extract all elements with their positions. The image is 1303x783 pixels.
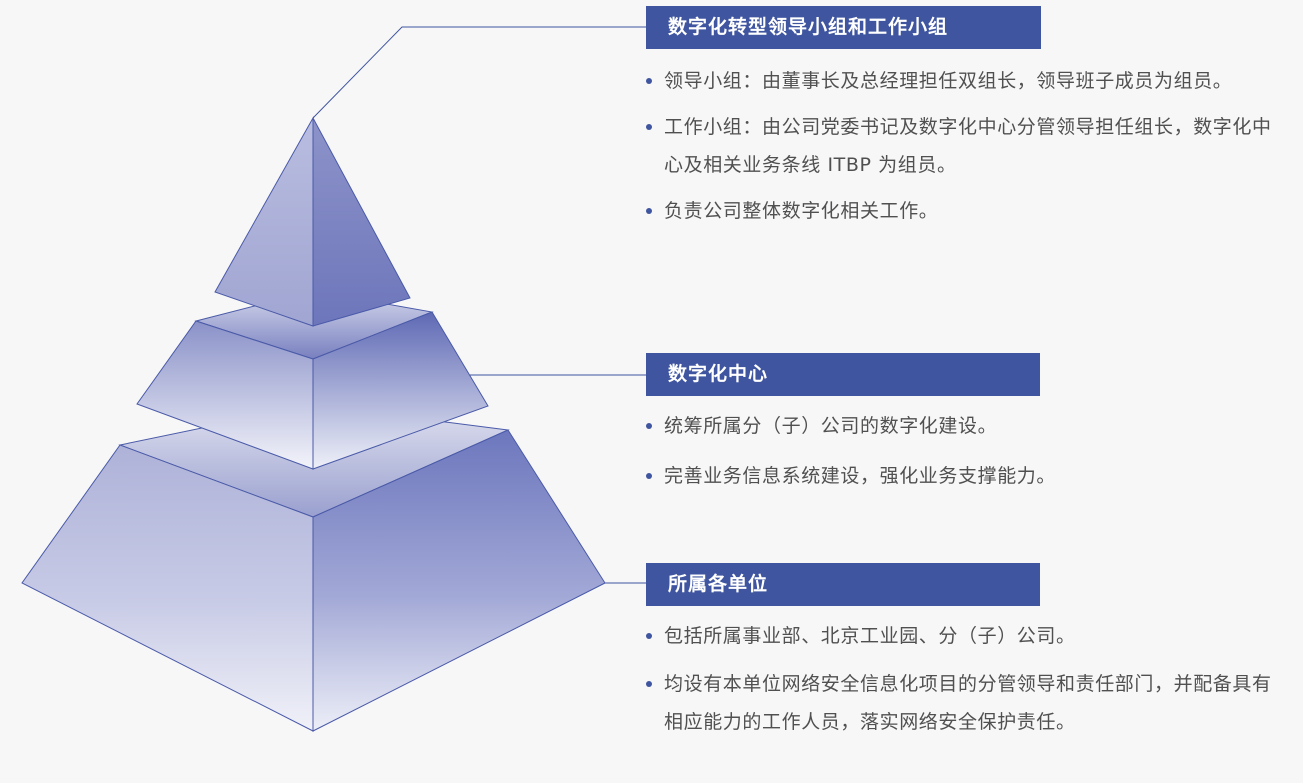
pyramid-tier-middle: [136, 290, 489, 470]
bullet-dot-icon: [646, 78, 652, 84]
bullet-dot-icon: [646, 124, 652, 130]
list-item: 统筹所属分（子）公司的数字化建设。: [646, 407, 1276, 445]
list-item-text: 均设有本单位网络安全信息化项目的分管领导和责任部门，并配备具有相应能力的工作人员…: [664, 673, 1272, 733]
list-item-text: 包括所属事业部、北京工业园、分（子）公司。: [664, 625, 1076, 647]
section-header: 数字化转型领导小组和工作小组: [646, 6, 1041, 49]
bullet-dot-icon: [646, 208, 652, 214]
list-item-text: 负责公司整体数字化相关工作。: [664, 200, 939, 222]
list-item: 负责公司整体数字化相关工作。: [646, 192, 1276, 230]
section-header: 所属各单位: [646, 563, 1040, 606]
bullet-dot-icon: [646, 633, 652, 639]
section-digital-center: 数字化中心 统筹所属分（子）公司的数字化建设。 完善业务信息系统建设，强化业务支…: [646, 353, 1286, 507]
pyramid-tier-top-right-face: [312, 117, 411, 327]
list-item: 领导小组：由董事长及总经理担任双组长，领导班子成员为组员。: [646, 62, 1276, 100]
pyramid-tier-middle-right-face: [312, 311, 489, 470]
bullet-list: 统筹所属分（子）公司的数字化建设。 完善业务信息系统建设，强化业务支撑能力。: [646, 407, 1286, 495]
section-leadership-group: 数字化转型领导小组和工作小组 领导小组：由董事长及总经理担任双组长，领导班子成员…: [646, 6, 1286, 238]
list-item: 包括所属事业部、北京工业园、分（子）公司。: [646, 617, 1276, 655]
list-item-text: 完善业务信息系统建设，强化业务支撑能力。: [664, 465, 1057, 487]
bullet-dot-icon: [646, 681, 652, 687]
pyramid-tier-top: [214, 116, 411, 327]
list-item-text: 工作小组：由公司党委书记及数字化中心分管领导担任组长，数字化中心及相关业务条线 …: [664, 116, 1272, 176]
pyramid-tier-top-left-face: [214, 116, 314, 327]
list-item: 工作小组：由公司党委书记及数字化中心分管领导担任组长，数字化中心及相关业务条线 …: [646, 108, 1276, 184]
list-item-text: 领导小组：由董事长及总经理担任双组长，领导班子成员为组员。: [664, 70, 1233, 92]
bullet-list: 领导小组：由董事长及总经理担任双组长，领导班子成员为组员。 工作小组：由公司党委…: [646, 62, 1286, 230]
list-item: 完善业务信息系统建设，强化业务支撑能力。: [646, 457, 1276, 495]
connector-line-top: [312, 26, 646, 119]
section-header: 数字化中心: [646, 353, 1040, 396]
bullet-list: 包括所属事业部、北京工业园、分（子）公司。 均设有本单位网络安全信息化项目的分管…: [646, 617, 1286, 741]
bullet-dot-icon: [646, 423, 652, 429]
bullet-dot-icon: [646, 473, 652, 479]
section-subsidiary-units: 所属各单位 包括所属事业部、北京工业园、分（子）公司。 均设有本单位网络安全信息…: [646, 563, 1286, 751]
list-item: 均设有本单位网络安全信息化项目的分管领导和责任部门，并配备具有相应能力的工作人员…: [646, 665, 1276, 741]
list-item-text: 统筹所属分（子）公司的数字化建设。: [664, 415, 998, 437]
